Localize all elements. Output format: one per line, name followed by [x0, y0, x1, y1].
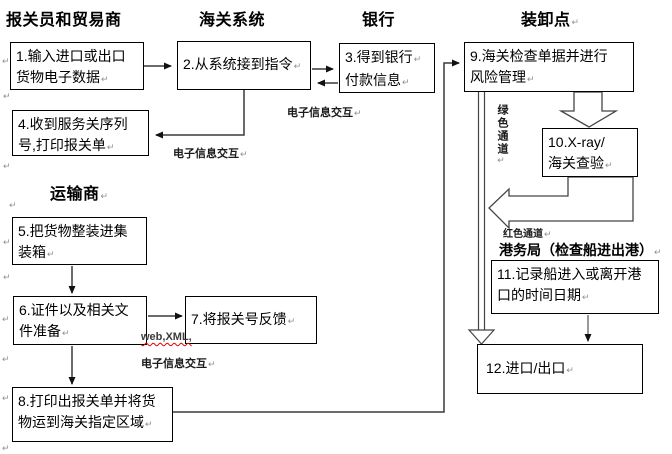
paragraph-mark: ↵ [2, 354, 10, 364]
paragraph-mark: ↵ [2, 393, 10, 403]
box-7-feedback-declaration-number: 7.将报关号反馈↵ [185, 296, 317, 344]
header-bank: 银行 [362, 12, 396, 29]
label-green-channel: 绿色通道↵ [496, 104, 508, 168]
box-9-customs-check-risk: 9.海关检查单据并进行风险管理↵ [464, 42, 634, 92]
box-4-serial-print-declaration: 4.收到服务关序列号,打印报关单↵ [12, 110, 149, 156]
green-channel-arrowhead [467, 329, 496, 345]
header-transporter: 运输商↵ [50, 186, 109, 203]
paragraph-mark: ↵ [3, 161, 11, 171]
paragraph-mark: ↵ [3, 237, 11, 247]
box-5-pack-container: 5.把货物整装进集装箱↵ [12, 217, 147, 265]
box-10-xray-inspection: 10.X-ray/海关查验↵ [542, 128, 638, 177]
label-red-channel: 红色通道↵ [503, 229, 552, 240]
paragraph-mark: ↵ [9, 200, 17, 210]
paragraph-mark: ↵ [3, 272, 11, 282]
header-loading-point: 装卸点↵ [521, 12, 580, 29]
label-web-xml: web,XML, [141, 331, 192, 343]
block-arrow-box9-to-box10 [558, 91, 619, 128]
arrow-box2-to-box4 [155, 90, 245, 139]
paragraph-mark: ↵ [2, 56, 10, 66]
paragraph-mark: ↵ [2, 314, 10, 324]
box-11-record-ship-times: 11.记录船进入或离开港口的时间日期↵ [491, 260, 659, 314]
label-electronic-exchange-top: 电子信息交互↵ [287, 107, 362, 119]
header-trader: 报关员和贸易商 [6, 12, 122, 29]
block-arrow-box10-left [488, 176, 634, 230]
label-electronic-exchange-mid: 电子信息交互↵ [173, 148, 248, 160]
box-6-prepare-documents: 6.证件以及相关文件准备↵ [13, 296, 147, 345]
box-2-receive-instruction: 2.从系统接到指令↵ [177, 41, 311, 90]
header-customs-system: 海关系统 [199, 12, 266, 29]
box-1-enter-cargo-data: 1.输入进口或出口货物电子数据↵ [10, 42, 144, 90]
box-8-print-move-to-customs-area: 8.打印出报关单并将货物运到海关指定区域↵ [12, 387, 173, 442]
paragraph-mark: ↵ [3, 91, 11, 101]
box-12-import-export: 12.进口/出口↵ [477, 344, 643, 394]
box-3-bank-payment-info: 3.得到银行↵付款信息↵ [339, 43, 435, 93]
header-port-authority: 港务局（检查船进出港）↵ [499, 242, 662, 258]
paragraph-mark: ↵ [2, 443, 10, 453]
label-electronic-exchange-bottom: 电子信息交互↵ [141, 358, 216, 370]
arrow-box8-to-box9 [173, 59, 460, 413]
